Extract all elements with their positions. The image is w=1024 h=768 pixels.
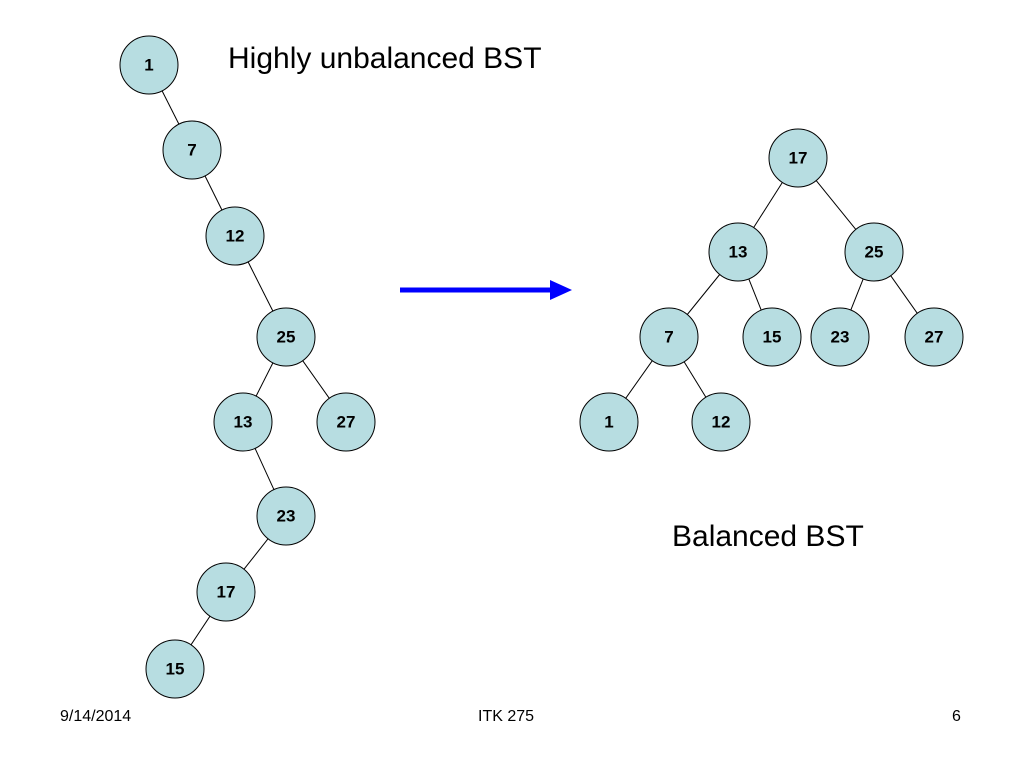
balanced-node-label: 25 (865, 243, 884, 262)
balanced-edge-b13-b7 (686, 274, 721, 315)
unbalanced-node-circle (162, 120, 222, 180)
balanced-node-17: 17 (768, 128, 828, 188)
balanced-node-circle (639, 307, 699, 367)
balanced-node-circle (768, 128, 828, 188)
unbalanced-node-label: 13 (234, 413, 253, 432)
unbalanced-edge-u17-u15 (190, 615, 211, 646)
balanced-node-13: 13 (708, 222, 768, 282)
balanced-tree-caption: Balanced BST (672, 520, 864, 553)
unbalanced-node-label: 15 (166, 660, 185, 679)
unbalanced-edge-u25-u13 (255, 362, 274, 397)
transform-arrow (400, 280, 572, 300)
balanced-node-circle (844, 222, 904, 282)
balanced-node-12: 12 (691, 392, 751, 452)
unbalanced-edge-u12-u25 (247, 261, 274, 312)
unbalanced-node-17: 17 (196, 562, 256, 622)
balanced-node-circle (904, 307, 964, 367)
balanced-tree: 17 13 25 7 15 23 27 1 12 (579, 128, 964, 452)
arrow-head (550, 280, 572, 300)
unbalanced-node-circle (196, 562, 256, 622)
footer-date: 9/14/2014 (60, 708, 132, 725)
balanced-node-circle (810, 307, 870, 367)
unbalanced-node-13: 13 (213, 392, 273, 452)
unbalanced-edge-u7-u12 (204, 175, 223, 211)
balanced-node-label: 23 (831, 328, 850, 347)
unbalanced-node-label: 7 (187, 141, 196, 160)
unbalanced-edge-u13-u23 (254, 448, 275, 490)
balanced-node-7: 7 (639, 307, 699, 367)
footer-course: ITK 275 (478, 708, 535, 725)
balanced-edge-b25-b27 (890, 275, 918, 314)
balanced-node-27: 27 (904, 307, 964, 367)
balanced-node-circle (691, 392, 751, 452)
unbalanced-tree-caption: Highly unbalanced BST (228, 42, 542, 75)
balanced-node-label: 27 (925, 328, 944, 347)
unbalanced-node-label: 23 (277, 507, 296, 526)
balanced-node-label: 15 (763, 328, 782, 347)
unbalanced-node-1: 1 (119, 35, 179, 95)
unbalanced-node-circle (256, 486, 316, 546)
unbalanced-node-25: 25 (256, 307, 316, 367)
balanced-node-circle (742, 307, 802, 367)
unbalanced-edge-u25-u27 (302, 360, 330, 399)
unbalanced-node-circle (205, 206, 265, 266)
balanced-edge-b25-b23 (850, 278, 864, 311)
unbalanced-node-circle (145, 639, 205, 699)
balanced-node-circle (579, 392, 639, 452)
balanced-node-25: 25 (844, 222, 904, 282)
unbalanced-node-label: 25 (277, 328, 296, 347)
unbalanced-node-circle (213, 392, 273, 452)
balanced-node-label: 1 (604, 413, 613, 432)
balanced-node-label: 12 (712, 413, 731, 432)
balanced-node-15: 15 (742, 307, 802, 367)
unbalanced-node-27: 27 (316, 392, 376, 452)
unbalanced-node-label: 1 (144, 56, 153, 75)
unbalanced-node-12: 12 (205, 206, 265, 266)
balanced-edge-b7-b1 (625, 360, 653, 399)
unbalanced-node-7: 7 (162, 120, 222, 180)
balanced-node-label: 13 (729, 243, 748, 262)
balanced-node-23: 23 (810, 307, 870, 367)
unbalanced-node-circle (119, 35, 179, 95)
balanced-node-circle (708, 222, 768, 282)
unbalanced-node-circle (256, 307, 316, 367)
balanced-edge-b17-b13 (753, 182, 783, 228)
unbalanced-node-label: 12 (226, 227, 245, 246)
unbalanced-node-23: 23 (256, 486, 316, 546)
unbalanced-node-circle (316, 392, 376, 452)
unbalanced-node-label: 17 (217, 583, 236, 602)
balanced-node-label: 17 (789, 149, 808, 168)
balanced-edge-b17-b25 (815, 180, 857, 230)
unbalanced-node-label: 27 (337, 413, 356, 432)
unbalanced-edge-u23-u17 (243, 538, 269, 570)
unbalanced-node-15: 15 (145, 639, 205, 699)
footer-page-number: 6 (952, 708, 961, 725)
balanced-node-1: 1 (579, 392, 639, 452)
balanced-edge-b7-b12 (683, 361, 707, 398)
unbalanced-edge-u1-u7 (161, 90, 180, 125)
balanced-node-label: 7 (664, 328, 673, 347)
balanced-edge-b13-b15 (748, 278, 762, 311)
